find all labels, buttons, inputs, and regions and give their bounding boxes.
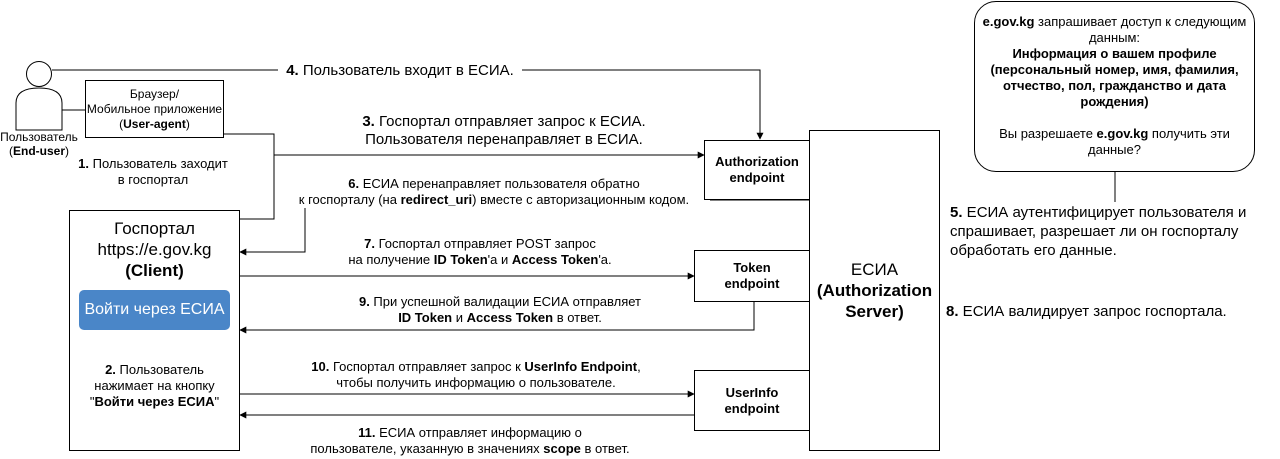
- client-box: [69, 210, 240, 451]
- login-esia-button[interactable]: Войти через ЕСИА: [79, 290, 230, 330]
- token-endpoint-box: Token endpoint: [694, 250, 810, 302]
- consent-dialog: e.gov.kg запрашивает доступ к следующим …: [974, 1, 1255, 172]
- step3-label: 3. Госпортал отправляет запрос к ЕСИА.По…: [362, 113, 646, 148]
- arrow-step9: [239, 301, 755, 334]
- user-icon: [15, 61, 63, 131]
- user-label: Пользователь(End-user): [0, 130, 78, 158]
- step8-label: 8. ЕСИА валидирует запрос госпортала.: [946, 303, 1227, 320]
- step10-label: 10. Госпортал отправляет запрос к UserIn…: [311, 359, 641, 390]
- browser-box: Браузер/Мобильное приложение(User-agent): [85, 80, 224, 138]
- authorization-endpoint-box: Authorization endpoint: [704, 140, 810, 200]
- esia-server-box: ЕСИА(Authorization Server): [809, 130, 940, 451]
- userinfo-endpoint-box: UserInfo endpoint: [694, 370, 810, 431]
- step9-label: 9. При успешной валидации ЕСИА отправляе…: [358, 294, 642, 325]
- step4-label: 4. Пользователь входит в ЕСИА.: [278, 62, 522, 79]
- arrow-step1: [222, 133, 275, 220]
- step6-label: 6. ЕСИА перенаправляет пользователя обра…: [278, 176, 710, 208]
